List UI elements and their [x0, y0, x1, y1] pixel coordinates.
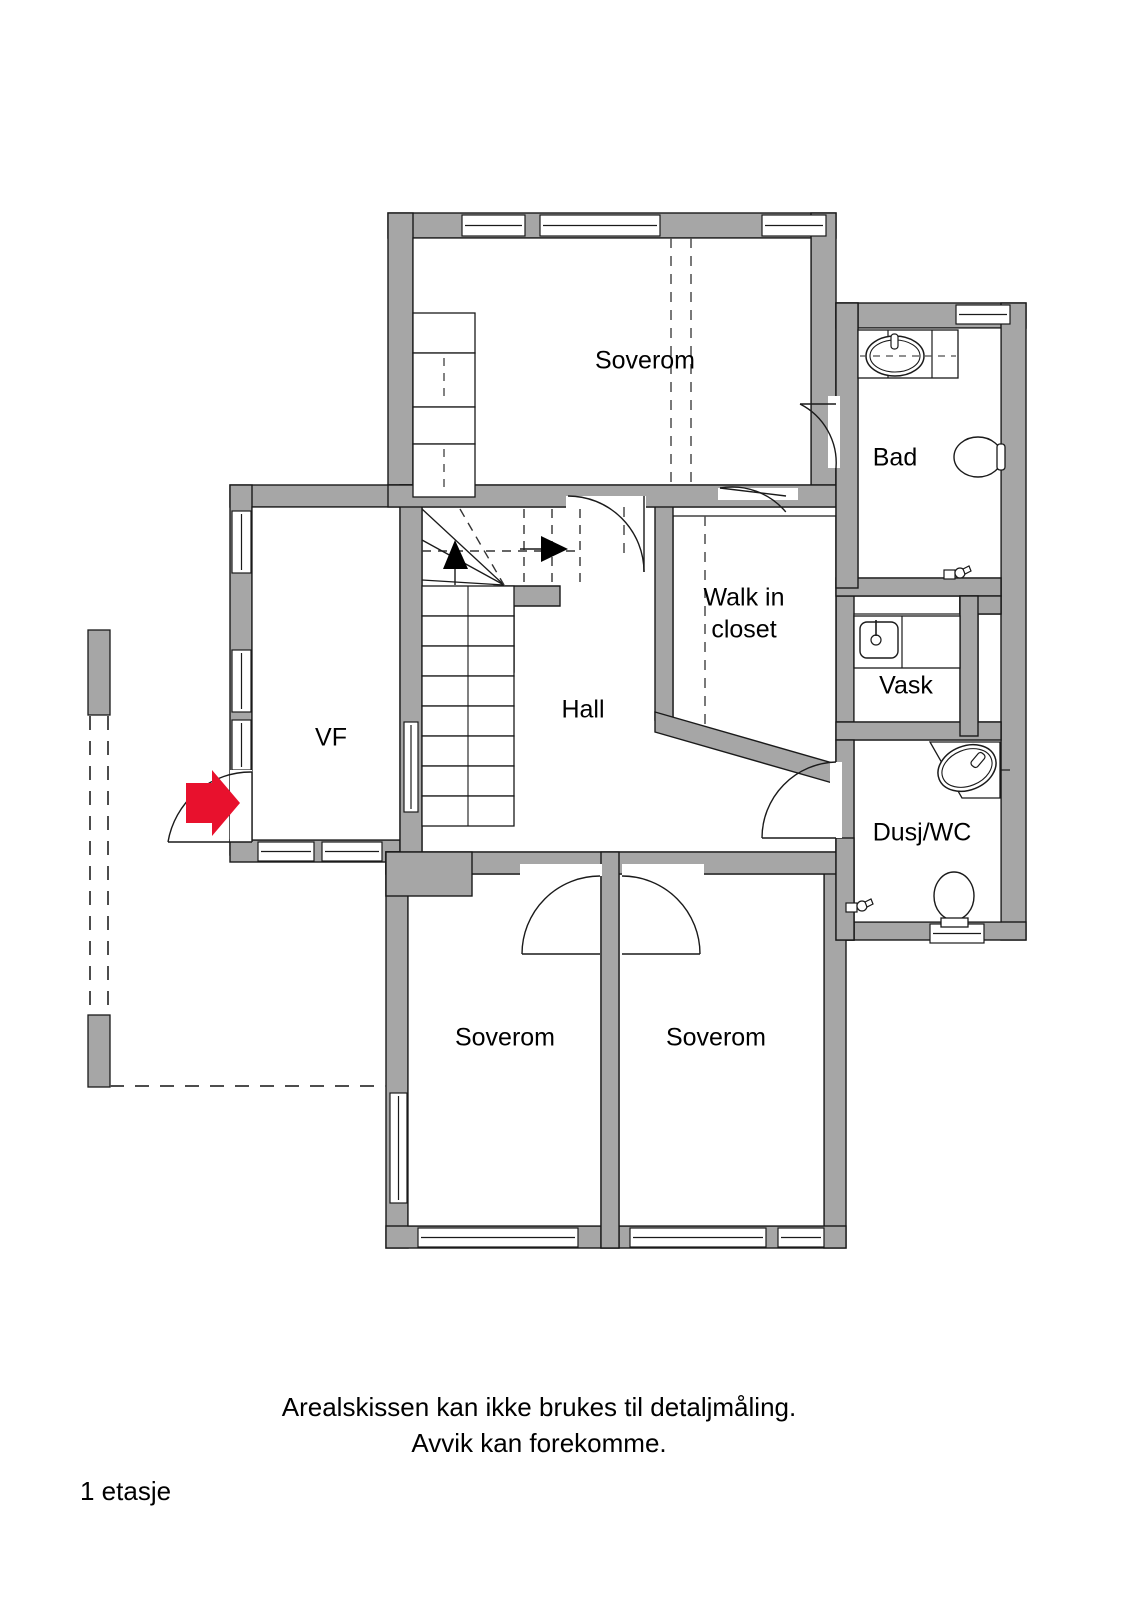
fixture-dusjwc-drain	[845, 898, 874, 913]
fixture-dusjwc-corner	[928, 741, 1010, 799]
main-entrance-arrow-icon	[186, 770, 240, 836]
door-soverom-left	[520, 864, 602, 955]
window-north-3	[761, 214, 827, 237]
dusjwc-toilet-bowl-icon	[933, 871, 975, 921]
room-soverom-right	[619, 874, 824, 1226]
stair-arrow-up-icon	[443, 540, 468, 569]
fixture-dusjwc-toilet	[933, 871, 975, 928]
cabinet-3	[412, 406, 476, 445]
label-walk-in-closet-line2: closet	[711, 616, 776, 644]
window-vf-south-1	[257, 841, 315, 862]
wall-east-exterior	[1000, 302, 1027, 941]
terrace-dashed-lines	[89, 716, 386, 1087]
window-soverom-left-west	[389, 1092, 408, 1204]
dusjwc-faucet-icon	[970, 751, 986, 769]
window-soverom-right-south-1	[629, 1227, 767, 1248]
label-walk-in-closet-line1: Walk in	[703, 584, 784, 612]
door-main-entrance	[167, 770, 253, 843]
window-soverom-left-south	[417, 1227, 579, 1248]
windows	[231, 214, 1011, 1248]
room-soverom-top	[413, 238, 811, 485]
door-closet	[718, 486, 798, 513]
fixture-bad-drain	[943, 565, 972, 580]
label-bad: Bad	[873, 444, 917, 472]
doors	[167, 396, 842, 955]
bad-cistern-icon	[996, 443, 1006, 471]
window-north-1	[461, 214, 526, 237]
stair-direction-arrows	[443, 536, 568, 569]
room-soverom-left	[408, 874, 601, 1226]
terrace-wall-lower	[87, 1014, 111, 1088]
wall-upper-west	[387, 212, 414, 499]
wall-vask-west	[835, 595, 855, 737]
bad-toilet-bowl-icon	[953, 436, 1003, 478]
label-vask: Vask	[879, 672, 933, 700]
terrace-wall-upper	[87, 629, 111, 716]
window-vf-south-2	[321, 841, 383, 862]
floor-title: 1 etasje	[80, 1476, 171, 1506]
cabinet-1	[412, 312, 476, 354]
window-vf-west-2	[231, 649, 252, 713]
fixture-vask-sink	[853, 615, 961, 669]
door-hall-to-soverom-top	[566, 495, 646, 573]
window-bad-north	[955, 304, 1011, 325]
label-soverom-left: Soverom	[455, 1024, 555, 1052]
window-soverom-right-south-2	[777, 1227, 825, 1248]
terrace-outline	[87, 629, 386, 1088]
window-vf-west-3	[231, 719, 252, 771]
soverom-top-dashed-divider	[670, 238, 692, 485]
window-vf-west-1	[231, 510, 252, 574]
label-dusj-wc: Dusj/WC	[873, 819, 972, 847]
wall-vask-east-front	[959, 595, 979, 737]
wall-closet-west-front	[654, 497, 674, 721]
wall-bedroom-pier-front	[385, 851, 473, 897]
stair-arrow-stems	[454, 548, 541, 585]
fixture-bad-toilet	[953, 436, 1006, 478]
wall-vf-north	[229, 484, 414, 508]
window-hall-west	[403, 721, 419, 813]
window-north-2	[539, 214, 661, 237]
label-soverom-top: Soverom	[595, 347, 695, 375]
wall-bedroom-divider-front	[600, 851, 620, 1249]
staircase	[421, 508, 581, 827]
fixture-bad-vanity	[857, 329, 959, 379]
disclaimer-line-2: Avvik kan forekomme.	[411, 1428, 666, 1458]
wall-bad-south-front	[835, 577, 1002, 597]
door-dusj-wc	[761, 761, 842, 839]
stair-treads-lower	[421, 585, 515, 827]
stair-arrow-right-icon	[541, 536, 568, 562]
label-vf: VF	[315, 724, 347, 752]
label-hall: Hall	[561, 696, 604, 724]
dusjwc-cistern-icon	[940, 917, 969, 928]
disclaimer-line-1: Arealskissen kan ikke brukes til detaljm…	[282, 1392, 796, 1422]
door-soverom-right	[621, 864, 704, 955]
bad-faucet-icon	[890, 333, 899, 350]
door-bad	[799, 396, 840, 469]
room-vf	[252, 507, 400, 840]
label-soverom-right: Soverom	[666, 1024, 766, 1052]
wall-hall-east-lower-front	[835, 837, 855, 941]
